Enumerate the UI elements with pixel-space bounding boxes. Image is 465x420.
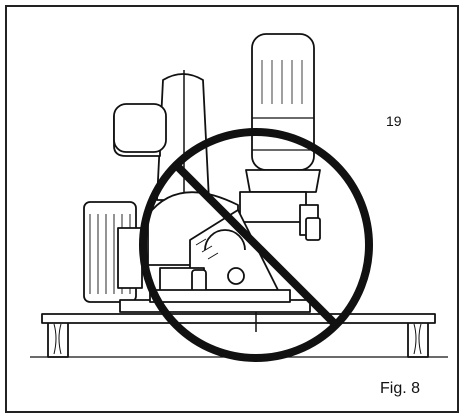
battery-pack [83,201,143,303]
base-plate [119,289,311,332]
left-support-block [47,320,69,358]
right-support-block [407,320,429,358]
blade-guard [147,191,279,311]
reference-number: 19 [386,113,402,129]
no-symbol-icon [139,128,373,362]
workpiece-board [30,313,448,358]
figure-label: Fig. 8 [380,380,421,397]
